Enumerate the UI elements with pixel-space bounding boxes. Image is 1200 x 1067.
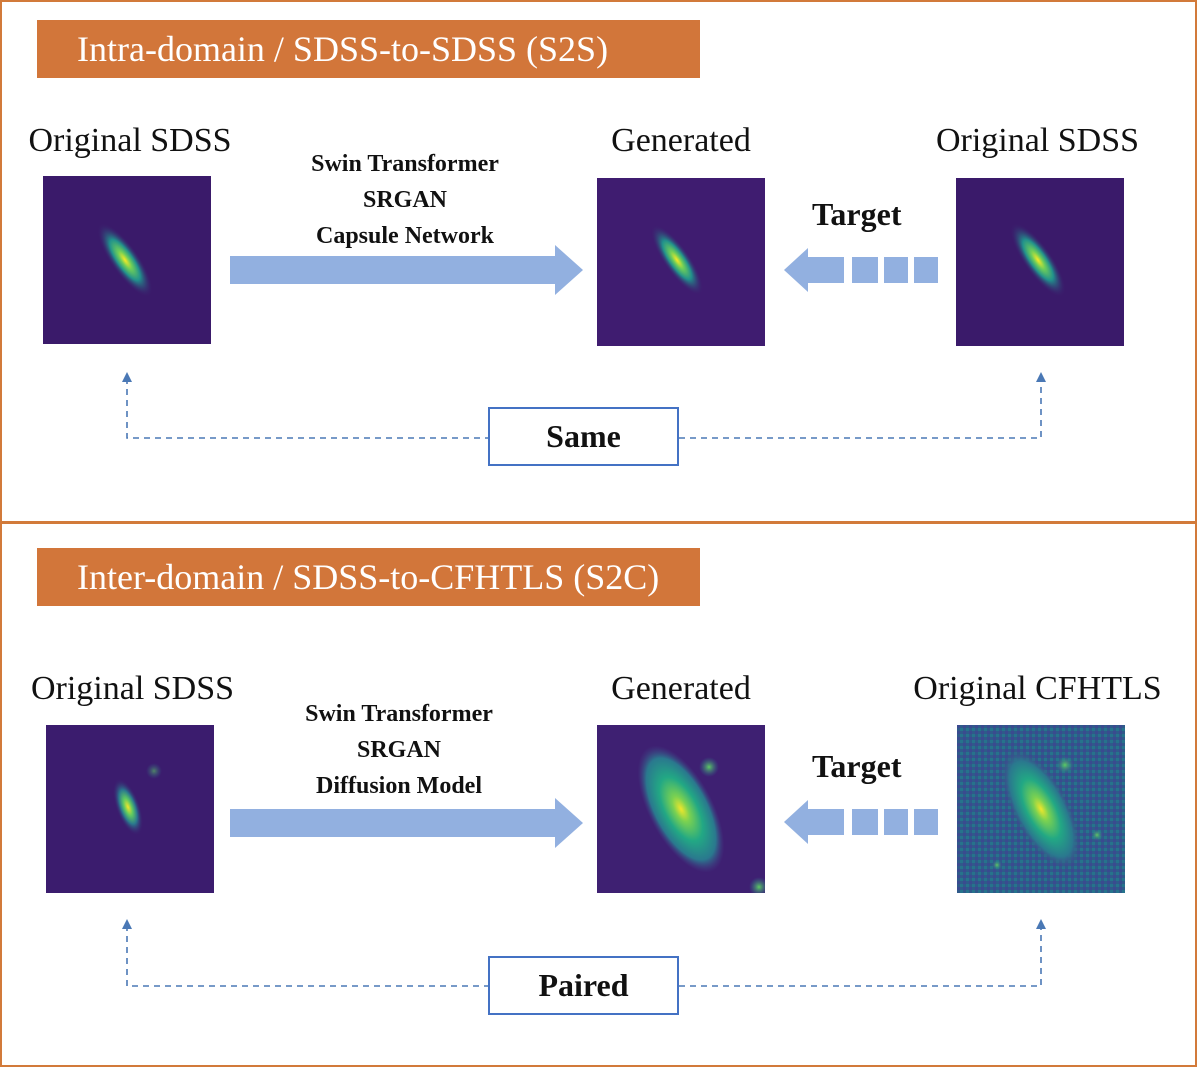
same-relation-box: Same xyxy=(488,407,679,466)
bottom-paired-connector xyxy=(126,925,1042,987)
bottom-right-caption: Original CFHTLS xyxy=(913,670,1162,707)
bottom-methods-list: Swin Transformer SRGAN Diffusion Model xyxy=(274,696,524,804)
up-arrow-icon xyxy=(122,372,1046,382)
left-dashed-arrow-icon xyxy=(784,800,938,844)
bottom-left-caption: Original SDSS xyxy=(30,670,235,707)
left-dashed-arrow-icon xyxy=(784,248,938,292)
bottom-generated-image xyxy=(597,725,765,893)
method-srgan: SRGAN xyxy=(356,737,441,763)
method-swin: Swin Transformer xyxy=(305,701,493,727)
top-original-sdss-image xyxy=(43,176,211,344)
right-arrow-icon xyxy=(230,245,583,295)
method-capsule: Capsule Network xyxy=(316,223,494,249)
top-same-connector xyxy=(126,378,1042,439)
intra-domain-banner: Intra-domain / SDSS-to-SDSS (S2S) xyxy=(37,20,700,78)
method-swin: Swin Transformer xyxy=(311,151,499,177)
method-srgan: SRGAN xyxy=(362,187,447,213)
intra-domain-panel xyxy=(0,0,1197,524)
inter-domain-banner: Inter-domain / SDSS-to-CFHTLS (S2C) xyxy=(37,548,700,606)
method-diffusion: Diffusion Model xyxy=(315,773,482,799)
bottom-original-sdss-image xyxy=(46,725,214,893)
bottom-target-label: Target xyxy=(812,748,902,784)
up-arrow-icon xyxy=(122,919,1046,929)
top-center-caption: Generated xyxy=(611,122,751,159)
top-left-caption: Original SDSS xyxy=(28,122,232,159)
bottom-original-cfhtls-image xyxy=(957,725,1125,893)
bottom-center-caption: Generated xyxy=(611,670,751,707)
top-target-label: Target xyxy=(812,196,902,232)
top-methods-list: Swin Transformer SRGAN Capsule Network xyxy=(280,146,530,254)
right-arrow-icon xyxy=(230,798,583,848)
top-right-caption: Original SDSS xyxy=(935,122,1140,159)
inter-domain-panel xyxy=(0,521,1197,1067)
top-original-sdss-target-image xyxy=(956,178,1124,346)
paired-relation-box: Paired xyxy=(488,956,679,1015)
top-generated-image xyxy=(597,178,765,346)
